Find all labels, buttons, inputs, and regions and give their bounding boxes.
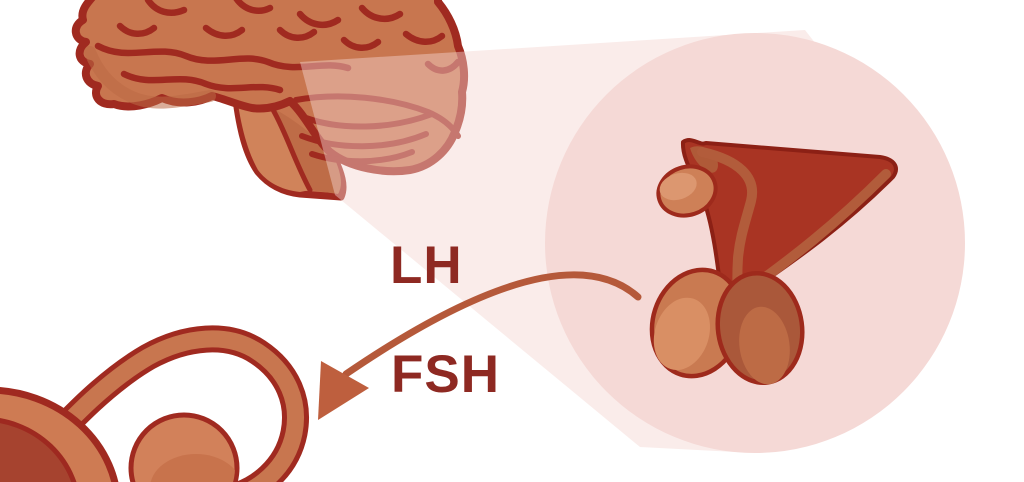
ovary [128, 412, 240, 482]
mammillary-body [656, 164, 718, 218]
uterus-inner-cavity [0, 418, 77, 482]
cerebellum-lines [293, 93, 461, 165]
tube-fill [21, 330, 304, 482]
brain-stem-divider-line [269, 105, 313, 193]
hormone-arrowhead-icon [318, 361, 369, 420]
ovary-illustration [0, 325, 309, 482]
anterior-lobe [649, 267, 745, 379]
brain-stem-dark-strip [273, 108, 341, 194]
hormone-arrow [318, 271, 642, 420]
fsh-label: FSH [391, 345, 500, 404]
ovary-shading [150, 454, 235, 482]
fallopian-tube [16, 325, 309, 482]
lh-label: LH [390, 236, 463, 295]
brain-shadow-band [84, 46, 216, 109]
brain-illustration [71, 0, 469, 201]
posterior-lobe [715, 270, 805, 386]
pituitary-illustration [649, 138, 898, 386]
uterus-cross-section [0, 387, 119, 482]
hormone-arrow-curve [342, 271, 642, 378]
gyri-lines [94, 0, 462, 94]
brain-stem-light-strip [238, 104, 310, 192]
